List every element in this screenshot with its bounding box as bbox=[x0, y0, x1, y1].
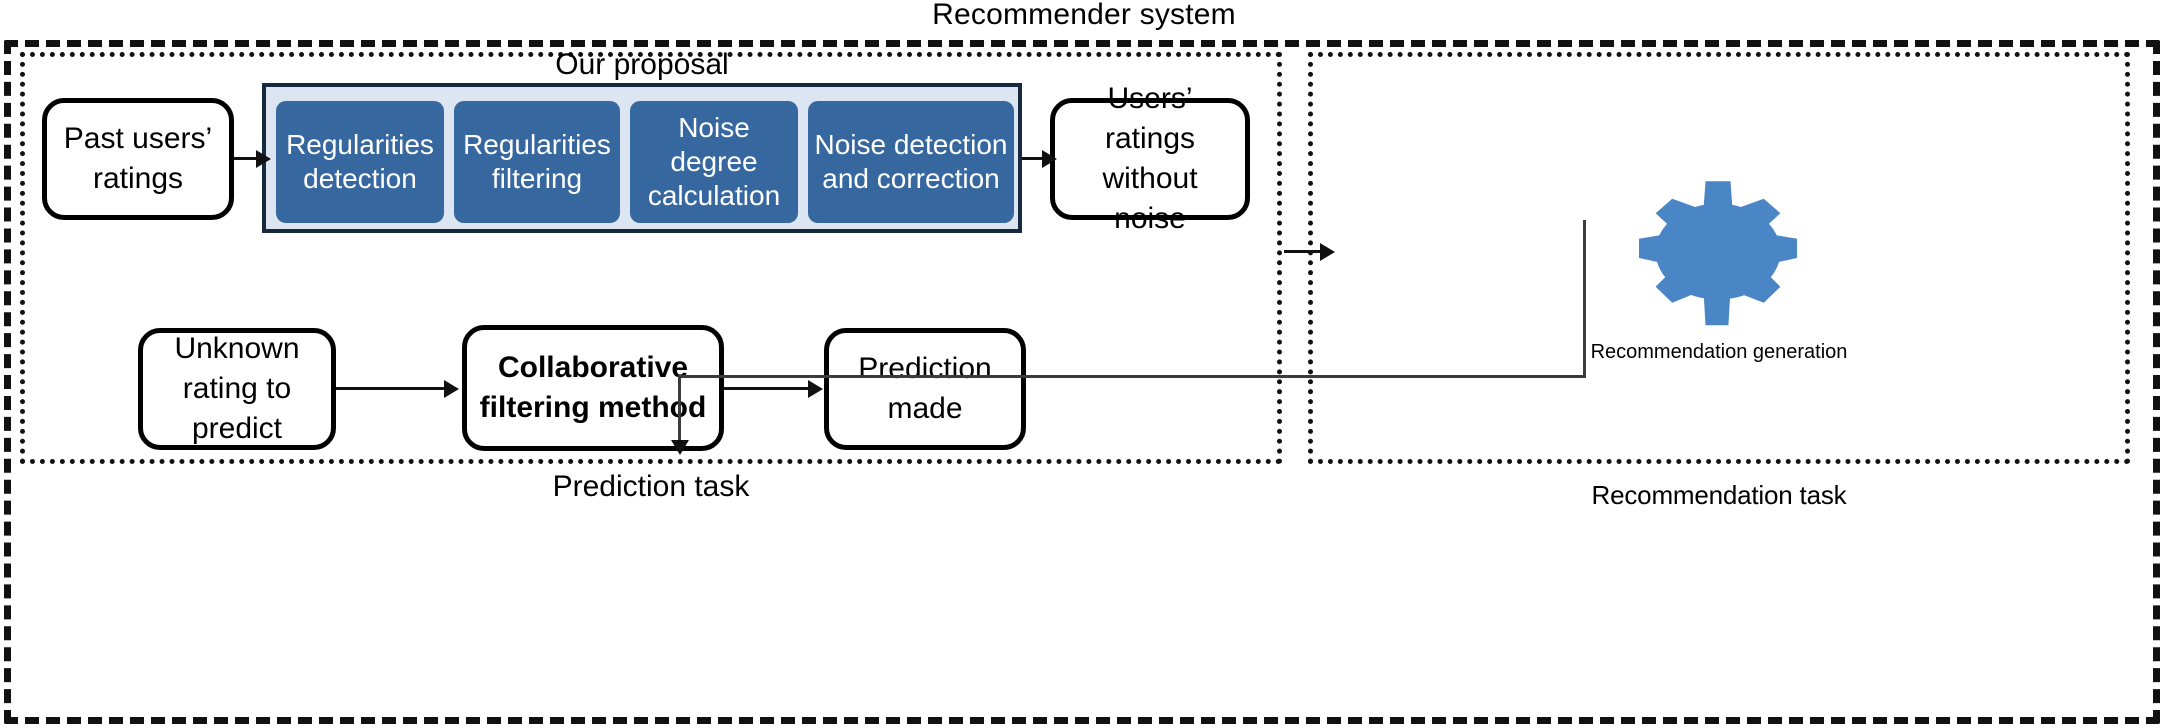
recommendation-task-frame bbox=[1308, 52, 2130, 464]
diagram-title: Recommender system bbox=[932, 0, 1236, 31]
recommendation-task-caption: Recommendation task bbox=[1591, 480, 1847, 510]
node-past-users-ratings[interactable]: Past users’ ratings bbox=[42, 98, 234, 220]
our-proposal-label: Our proposal bbox=[555, 48, 729, 81]
pipeline-step-regularities-detection[interactable]: Regularities detection bbox=[276, 101, 444, 223]
recommender-system-frame bbox=[4, 40, 2160, 724]
node-prediction-made[interactable]: Prediction made bbox=[824, 328, 1026, 450]
arrow-head-icon bbox=[256, 150, 271, 168]
arrow-head-icon bbox=[1042, 150, 1057, 168]
connector-clean-to-cf-horizontal bbox=[678, 375, 1586, 378]
connector-unknown-to-cf bbox=[336, 387, 446, 390]
pipeline-step-noise-degree-calculation[interactable]: Noise degree calculation bbox=[630, 101, 798, 223]
connector-clean-to-cf-drop bbox=[678, 375, 681, 447]
arrow-head-icon bbox=[1320, 243, 1335, 261]
gear-icon bbox=[1614, 178, 1822, 338]
pipeline-step-noise-detection-and-correction[interactable]: Noise detection and correction bbox=[808, 101, 1014, 223]
node-unknown-rating-to-predict[interactable]: Unknown rating to predict bbox=[138, 328, 336, 450]
prediction-task-caption: Prediction task bbox=[552, 470, 750, 503]
arrow-head-icon bbox=[808, 380, 823, 398]
our-proposal-panel: Regularities detection Regularities filt… bbox=[262, 83, 1022, 233]
pipeline-step-regularities-filtering[interactable]: Regularities filtering bbox=[454, 101, 620, 223]
recommendation-generation-caption: Recommendation generation bbox=[1590, 341, 1848, 363]
arrow-head-icon bbox=[444, 380, 459, 398]
connector-prediction-to-recommendation bbox=[1284, 250, 1326, 253]
prediction-task-frame bbox=[20, 52, 1282, 464]
connector-clean-to-cf-vertical bbox=[1583, 220, 1586, 377]
connector-cf-to-prediction-made bbox=[724, 387, 812, 390]
node-users-ratings-without-noise[interactable]: Users’ ratings without noise bbox=[1050, 82, 1250, 235]
connector-past-to-pipeline bbox=[234, 157, 260, 160]
connector-pipeline-to-clean bbox=[1022, 157, 1048, 160]
arrow-head-icon bbox=[671, 440, 689, 455]
node-collaborative-filtering-method[interactable]: Collaborative filtering method bbox=[462, 325, 724, 451]
